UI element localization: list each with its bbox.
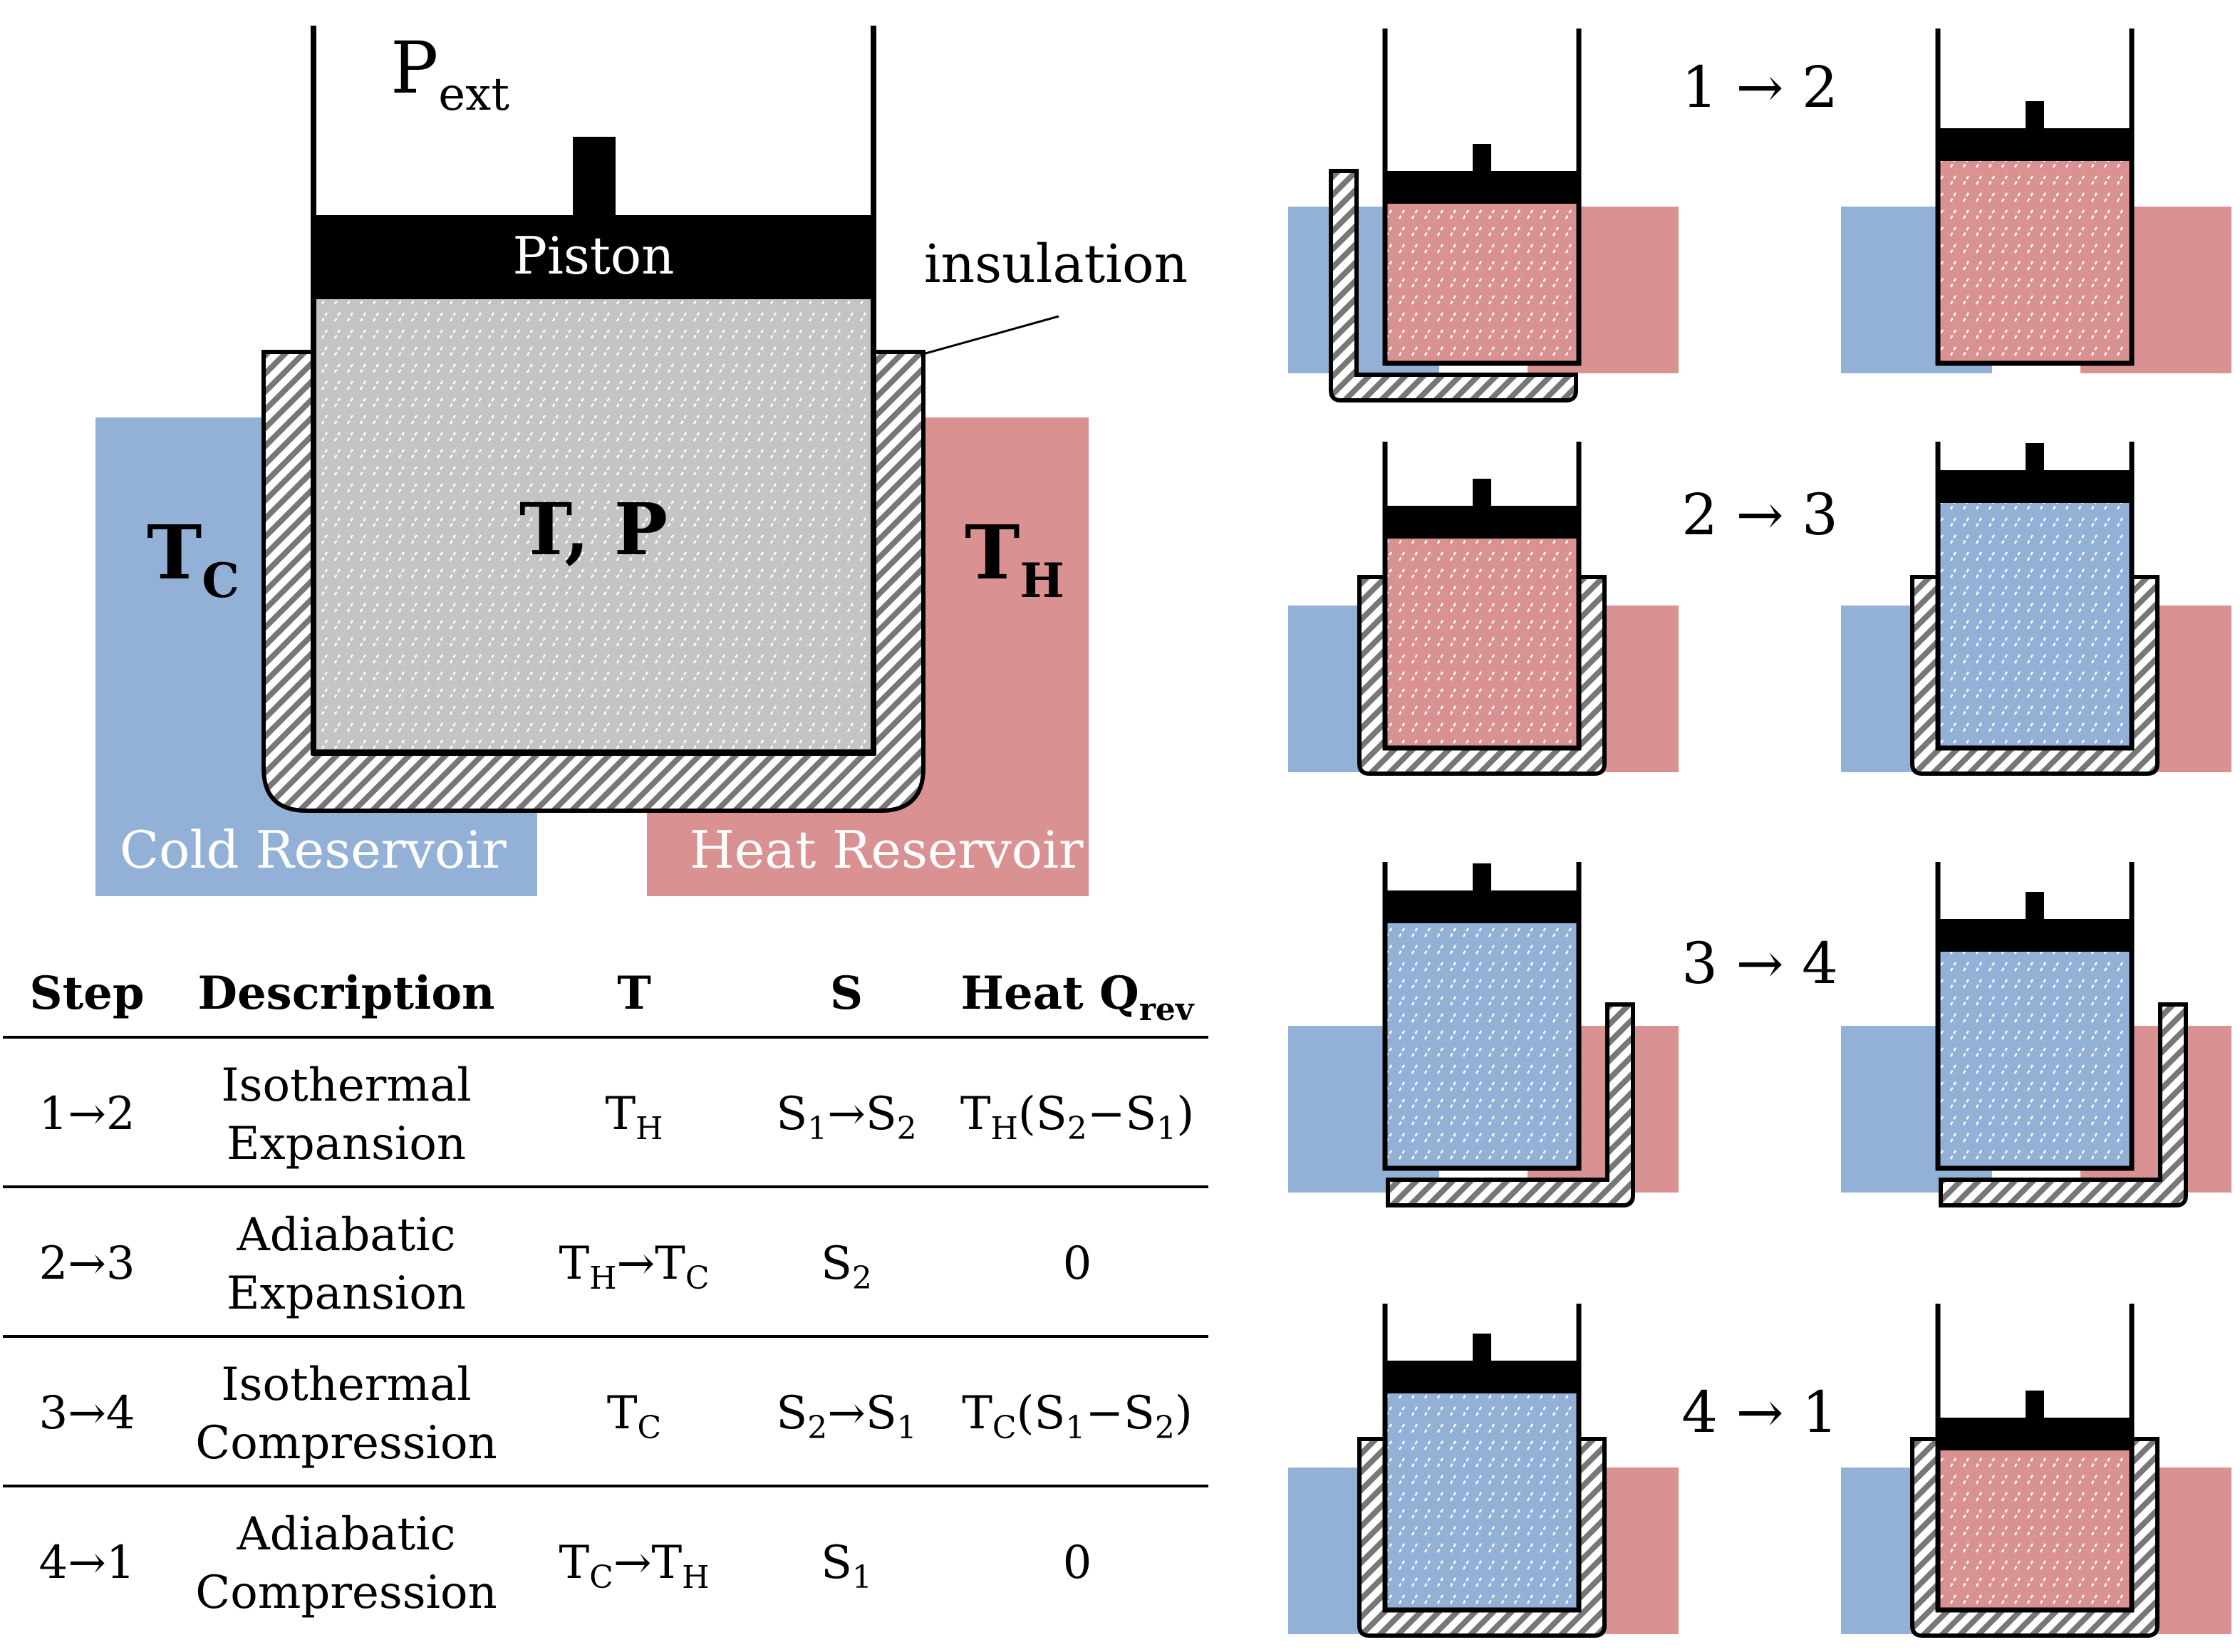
row-entropy: S2→S1 — [776, 1387, 916, 1446]
step-before-state — [1288, 1304, 1679, 1638]
gas-chamber — [1385, 1392, 1579, 1610]
step-after-state — [1841, 28, 2231, 373]
row-description-line1: Isothermal — [221, 1359, 471, 1411]
process-table: Step Description T S Heat Qrev 1→2Isothe… — [3, 967, 1208, 1619]
step-label: 1 → 2 — [1681, 54, 1838, 120]
row-description-line2: Compression — [195, 1567, 497, 1619]
piston-rod — [2026, 101, 2044, 130]
insulation-shell — [1329, 169, 1578, 402]
row-entropy: S1 — [821, 1537, 872, 1596]
row-temperature: TH→TC — [559, 1237, 709, 1297]
row-temperature: TC→TH — [559, 1537, 709, 1596]
table-header-heat: Heat Qrev — [961, 967, 1195, 1028]
step-after-state — [1841, 442, 2231, 776]
step-label: 2 → 3 — [1681, 482, 1838, 548]
row-temperature: TH — [605, 1088, 663, 1147]
step-after-state — [1841, 862, 2231, 1207]
row-step: 4→1 — [38, 1537, 135, 1589]
insulation-label: insulation — [924, 234, 1188, 295]
row-description-line2: Expansion — [227, 1267, 466, 1320]
row-heat: TC(S1−S2) — [962, 1387, 1193, 1446]
cold-reservoir-label: Cold Reservoir — [120, 820, 507, 880]
step-label: 3 → 4 — [1681, 930, 1838, 997]
step-before-state — [1288, 862, 1679, 1207]
heat-reservoir-label: Heat Reservoir — [690, 820, 1084, 880]
gas-chamber — [1385, 922, 1579, 1168]
piston-rod — [1473, 144, 1491, 172]
cycle-step: 1 → 2 — [1288, 28, 2231, 402]
piston-rod — [1473, 1334, 1491, 1362]
gas-chamber — [1385, 202, 1579, 363]
step-label: 4 → 1 — [1681, 1379, 1838, 1445]
main-piston-diagram: Pext Piston insulation T, P TC TH Cold R… — [95, 26, 1188, 896]
piston-rod — [573, 137, 616, 217]
gas-chamber — [315, 298, 872, 754]
row-temperature: TC — [607, 1387, 661, 1446]
row-description-line1: Adiabatic — [237, 1508, 456, 1561]
gas-chamber — [1938, 950, 2132, 1168]
piston-rod — [1473, 479, 1491, 507]
piston — [1938, 919, 2132, 952]
insulation-shell — [261, 350, 925, 813]
insulation-shell — [1939, 1002, 2188, 1207]
row-entropy: S2 — [821, 1237, 872, 1297]
piston-rod — [2026, 1391, 2044, 1419]
t-hot-label: TH — [965, 509, 1064, 608]
table-header-description: Description — [197, 967, 494, 1020]
row-heat: TH(S2−S1) — [960, 1088, 1194, 1147]
piston — [1938, 128, 2132, 161]
row-entropy: S1→S2 — [776, 1088, 916, 1147]
piston-label: Piston — [512, 226, 674, 286]
piston-rod — [2026, 892, 2044, 920]
row-description-line2: Expansion — [227, 1118, 466, 1170]
gas-chamber — [1938, 502, 2132, 748]
gas-state-label: T, P — [519, 487, 668, 571]
cycle-step: 4 → 1 — [1288, 1304, 2231, 1638]
step-before-state — [1288, 28, 1679, 402]
piston — [1385, 890, 1579, 923]
step-after-state — [1841, 1304, 2231, 1638]
table-header-s: S — [830, 967, 863, 1020]
row-description-line1: Isothermal — [221, 1059, 471, 1112]
row-description-line1: Adiabatic — [237, 1209, 456, 1262]
table-header-t: T — [617, 967, 651, 1020]
piston-rod — [2026, 443, 2044, 472]
gas-chamber — [1385, 537, 1579, 748]
row-step: 2→3 — [38, 1237, 135, 1290]
piston — [1385, 1361, 1579, 1393]
insulation-callout-line — [920, 315, 1059, 356]
cycle-step-snapshots: 1 → 2 2 → 3 3 → 4 4 → 1 — [1288, 28, 2231, 1638]
piston — [313, 215, 873, 299]
table-header-step: Step — [29, 967, 144, 1020]
gas-chamber — [1938, 160, 2132, 363]
piston-rod — [1473, 863, 1491, 892]
piston — [1938, 470, 2132, 503]
insulation-shell — [1386, 1002, 1635, 1207]
cycle-step: 3 → 4 — [1288, 862, 2231, 1207]
step-before-state — [1288, 442, 1679, 776]
row-description-line2: Compression — [195, 1417, 497, 1470]
row-step: 1→2 — [38, 1088, 135, 1141]
row-heat: 0 — [1063, 1537, 1092, 1589]
row-step: 3→4 — [38, 1387, 135, 1440]
p-ext-label: Pext — [390, 26, 509, 121]
t-cold-label: TC — [147, 509, 239, 608]
piston — [1938, 1418, 2132, 1450]
gas-chamber — [1938, 1449, 2132, 1610]
piston — [1385, 171, 1579, 204]
row-heat: 0 — [1063, 1237, 1092, 1290]
piston — [1385, 506, 1579, 539]
cycle-step: 2 → 3 — [1288, 442, 2231, 776]
